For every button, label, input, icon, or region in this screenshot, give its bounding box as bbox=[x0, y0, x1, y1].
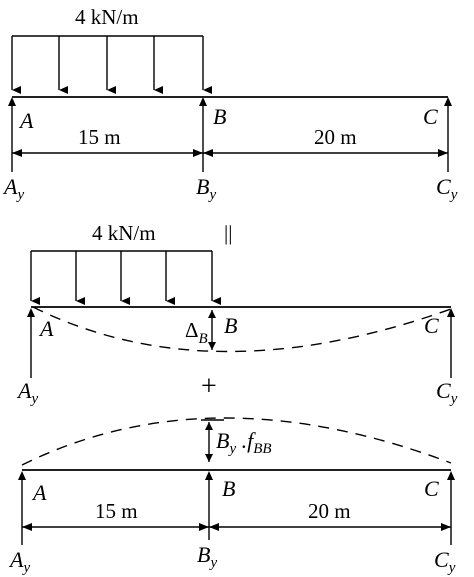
label-a-3: A bbox=[31, 480, 47, 505]
reaction-arrow-cy-2 bbox=[447, 308, 455, 378]
reaction-arrow-cy-3 bbox=[447, 471, 455, 545]
plus-sign: + bbox=[201, 371, 217, 402]
dimension-line-1 bbox=[12, 149, 448, 157]
figure-redundant-by: By .fBB A B C 15 m 20 m Ay By Cy bbox=[8, 417, 456, 576]
reaction-label-by-3: By bbox=[197, 542, 217, 571]
figure-primary-structure: 4 kN/m ΔB A B C Ay Cy bbox=[16, 221, 458, 407]
load-label-1: 4 kN/m bbox=[75, 5, 139, 29]
dimension-line-3 bbox=[22, 523, 451, 531]
reaction-label-ay-1: Ay bbox=[2, 174, 24, 203]
reaction-arrow-by-1 bbox=[199, 97, 207, 172]
span-ab-label-3: 15 m bbox=[95, 499, 138, 523]
distributed-load-2: 4 kN/m bbox=[30, 221, 221, 305]
reaction-arrow-by-3 bbox=[205, 471, 213, 540]
label-c-1: C bbox=[423, 104, 438, 129]
reaction-label-by-1: By bbox=[196, 174, 216, 203]
reaction-label-cy-2: Cy bbox=[436, 378, 458, 407]
label-by-fbb: By .fBB bbox=[216, 428, 272, 457]
label-b-2: B bbox=[224, 313, 237, 338]
reaction-label-cy-3: Cy bbox=[434, 547, 456, 576]
label-b-1: B bbox=[213, 104, 226, 129]
deflection-marker-b bbox=[208, 310, 216, 350]
distributed-load-1: 4 kN/m bbox=[11, 5, 212, 94]
label-b-3: B bbox=[222, 476, 235, 501]
reaction-arrow-cy-1 bbox=[444, 97, 452, 172]
deflection-label-delta-b: ΔB bbox=[185, 318, 208, 347]
load-label-2: 4 kN/m bbox=[92, 221, 156, 245]
reaction-arrow-ay-1 bbox=[8, 97, 16, 172]
label-c-3: C bbox=[424, 476, 439, 501]
label-a-1: A bbox=[18, 108, 34, 133]
reaction-arrow-ay-2 bbox=[27, 308, 35, 378]
label-c-2: C bbox=[424, 313, 439, 338]
span-ab-label-1: 15 m bbox=[78, 125, 121, 149]
figure-original-beam: 4 kN/m A B C bbox=[2, 5, 458, 203]
reaction-label-ay-3: Ay bbox=[8, 547, 30, 576]
equals-sign: || bbox=[224, 221, 232, 245]
reaction-label-cy-1: Cy bbox=[436, 174, 458, 203]
label-a-2: A bbox=[38, 316, 54, 341]
span-bc-label-3: 20 m bbox=[308, 499, 351, 523]
span-bc-label-1: 20 m bbox=[314, 125, 357, 149]
deflection-marker-byfbb bbox=[201, 419, 224, 462]
reaction-arrow-ay-3 bbox=[18, 471, 26, 545]
deflected-shape-2 bbox=[32, 306, 452, 353]
reaction-label-ay-2: Ay bbox=[16, 378, 38, 407]
